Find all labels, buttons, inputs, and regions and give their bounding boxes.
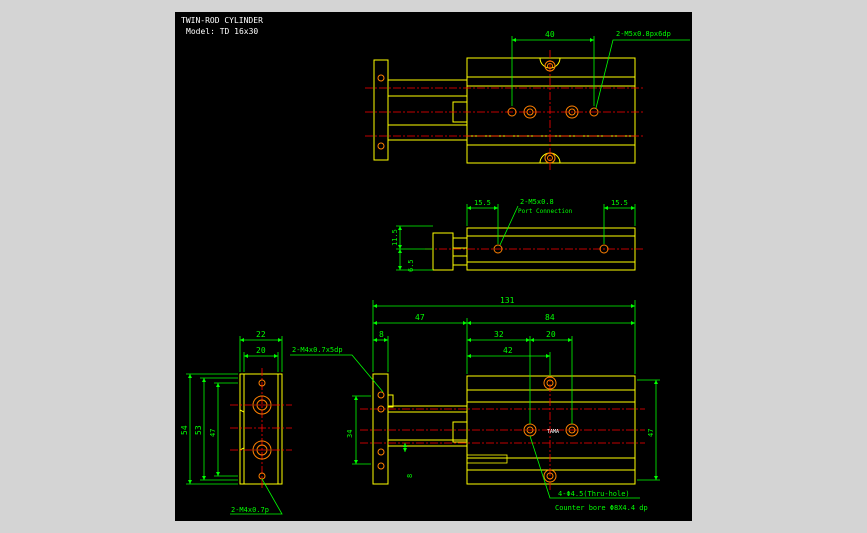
front-body — [466, 375, 636, 485]
side-view: 15.5 15.5 2-M5x0.8 Port Connection 11.5 … — [391, 198, 645, 272]
dim-8: 8 — [379, 330, 384, 339]
dim-20: 20 — [546, 330, 556, 339]
dim-6-5: 6.5 — [407, 259, 415, 272]
dim-84: 84 — [545, 313, 555, 322]
port-hole — [599, 244, 609, 254]
dim-15-5-right: 15.5 — [611, 199, 628, 207]
dim-22: 22 — [256, 330, 266, 339]
dim-32: 32 — [494, 330, 504, 339]
name-plate — [466, 454, 508, 464]
model-tag: TAMA — [547, 429, 559, 435]
dim-47-vertical: 47 — [647, 429, 655, 437]
top-view: 40 2-M5x0.8px6dp — [365, 30, 690, 170]
front-thread-callout: 2-M4x0.7x5dp — [292, 346, 343, 354]
dim-34: 34 — [346, 430, 354, 438]
dim-42: 42 — [503, 346, 513, 355]
port-hole — [493, 244, 503, 254]
top-body — [466, 57, 636, 164]
dim-11-5: 11.5 — [391, 229, 399, 246]
dim-131: 131 — [500, 296, 515, 305]
top-end-plate — [373, 59, 389, 161]
end-view: 22 20 54 53 47 2-M4x0.7p — [180, 330, 292, 515]
hole — [377, 74, 385, 82]
hole — [377, 462, 385, 470]
dim-40: 40 — [545, 30, 555, 39]
dim-47: 47 — [415, 313, 425, 322]
dim-54: 54 — [180, 425, 189, 435]
model-label: Model: TD 16x30 — [186, 27, 259, 36]
hole — [565, 105, 579, 119]
top-thread-callout: 2-M5x0.8px6dp — [616, 30, 671, 38]
dim-53: 53 — [194, 425, 203, 435]
end-thread-callout: 2-M4x0.7p — [231, 506, 269, 514]
rod-hole — [252, 440, 272, 460]
hole — [507, 107, 517, 117]
hole — [377, 448, 385, 456]
hole — [258, 379, 266, 387]
thru-hole-callout: 4-Φ4.5(Thru-hole) — [558, 490, 630, 498]
end-plate-outline — [239, 373, 283, 485]
hole — [377, 142, 385, 150]
drawing-title: TWIN-ROD CYLINDER — [181, 16, 263, 25]
port-connection-note: Port Connection — [518, 208, 573, 215]
hole — [589, 107, 599, 117]
port-thread-label: 2-M5x0.8 — [520, 198, 554, 206]
front-end-plate — [372, 373, 389, 485]
front-view: 131 47 84 8 32 20 42 2-M4x0.7x5dp 34 47 … — [290, 296, 660, 512]
counter-bore-callout: Counter bore Φ8X4.4 dp — [555, 504, 648, 512]
hole — [377, 391, 385, 399]
rod-hole — [252, 395, 272, 415]
side-end-plate — [432, 232, 454, 271]
hole — [523, 105, 537, 119]
dim-20: 20 — [256, 346, 266, 355]
hole — [543, 376, 557, 390]
hole — [377, 405, 385, 413]
dim-15-5-left: 15.5 — [474, 199, 491, 207]
hole — [544, 60, 556, 72]
hole — [543, 469, 557, 483]
dim-47: 47 — [209, 429, 217, 437]
hole — [544, 152, 556, 164]
dim-8-vertical: 8 — [406, 474, 414, 478]
